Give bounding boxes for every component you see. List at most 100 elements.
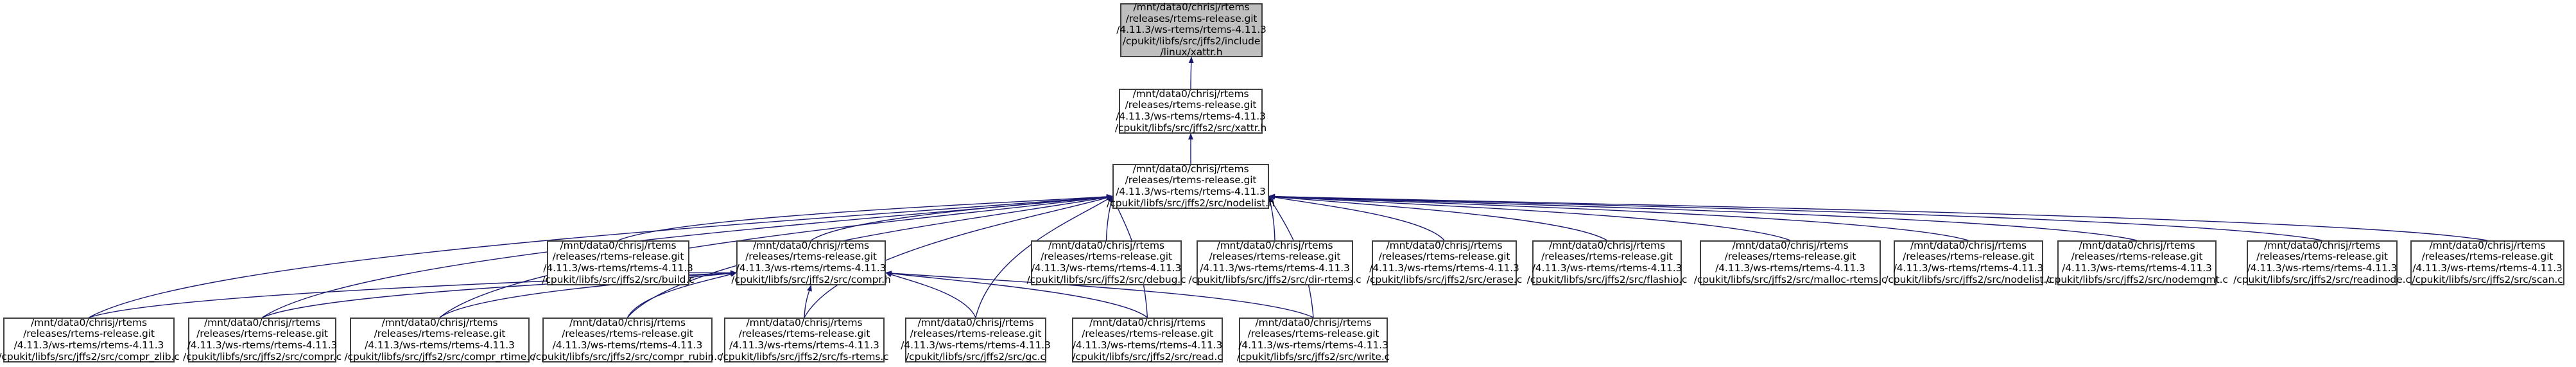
graph-node-nodelist_h[interactable]: /mnt/data0/chrisj/rtems/releases/rtems-r…	[1107, 163, 1275, 209]
graph-node-label-line: /releases/rtems-release.git	[1378, 251, 1510, 263]
graph-node-label-line: /releases/rtems-release.git	[1125, 99, 1257, 111]
graph-edge	[1268, 193, 1791, 241]
graph-node-label-line: /cpukit/libfs/src/jffs2/src/compr_zlib.c	[0, 350, 180, 363]
graph-node-label-line: /linux/xattr.h	[1160, 46, 1223, 58]
graph-node-label-line: /4.11.3/ws-rtems/rtems-4.11.3	[543, 262, 693, 274]
graph-node-label-line: /releases/rtems-release.git	[2071, 251, 2203, 263]
graph-node-gc_c[interactable]: /mnt/data0/chrisj/rtems/releases/rtems-r…	[901, 316, 1051, 363]
graph-node-label-line: /mnt/data0/chrisj/rtems	[2429, 239, 2546, 251]
graph-node-label-line: /mnt/data0/chrisj/rtems	[1132, 87, 1249, 100]
graph-node-compr_h[interactable]: /mnt/data0/chrisj/rtems/releases/rtems-r…	[731, 239, 891, 285]
graph-node-build_c[interactable]: /mnt/data0/chrisj/rtems/releases/rtems-r…	[542, 240, 695, 285]
graph-node-scan_c[interactable]: /mnt/data0/chrisj/rtems/releases/rtems-r…	[2410, 240, 2564, 285]
graph-node-label-line: /releases/rtems-release.git	[562, 328, 693, 340]
graph-edge	[1268, 193, 1969, 241]
graph-node-label-line: /cpukit/libfs/src/jffs2/src/scan.c	[2412, 273, 2563, 285]
graph-node-label-line: /mnt/data0/chrisj/rtems	[1132, 163, 1249, 175]
graph-node-label-line: /cpukit/libfs/src/jffs2/src/gc.c	[906, 350, 1046, 363]
graph-node-label-line: /releases/rtems-release.git	[374, 328, 506, 340]
graph-node-label-line: /cpukit/libfs/src/jffs2/src/erase.c	[1366, 273, 1523, 285]
graph-node-label-line: /mnt/data0/chrisj/rtems	[2264, 239, 2380, 251]
graph-node-label-line: /releases/rtems-release.git	[1041, 251, 1172, 263]
graph-node-dir_rtems_c[interactable]: /mnt/data0/chrisj/rtems/releases/rtems-r…	[1188, 240, 1361, 285]
graph-node-compr_rtime_c[interactable]: /mnt/data0/chrisj/rtems/releases/rtems-r…	[344, 316, 535, 363]
graph-node-label-line: /4.11.3/ws-rtems/rtems-4.11.3	[1893, 262, 2044, 274]
graph-node-nodemgmt_c[interactable]: /mnt/data0/chrisj/rtems/releases/rtems-r…	[2046, 239, 2228, 285]
graph-node-label-line: /cpukit/libfs/src/jffs2/src/compr.h	[731, 273, 891, 285]
graph-node-label-line: /4.11.3/ws-rtems/rtems-4.11.3	[2412, 262, 2563, 274]
graph-node-fs_rtems_c[interactable]: /mnt/data0/chrisj/rtems/releases/rtems-r…	[720, 317, 889, 363]
graph-edge	[1268, 193, 2488, 241]
graph-node-label-line: /4.11.3/ws-rtems/rtems-4.11.3	[1715, 262, 1865, 274]
graph-node-label-line: /mnt/data0/chrisj/rtems	[1386, 239, 1503, 251]
graph-node-malloc_rtems_c[interactable]: /mnt/data0/chrisj/rtems/releases/rtems-r…	[1694, 240, 1887, 285]
graph-node-label-line: /cpukit/libfs/src/jffs2/src/xattr.h	[1114, 121, 1267, 134]
graph-node-nodelist_c[interactable]: /mnt/data0/chrisj/rtems/releases/rtems-r…	[1885, 239, 2052, 285]
graph-node-label-line: /releases/rtems-release.git	[1209, 251, 1341, 263]
graph-node-label-line: /4.11.3/ws-rtems/rtems-4.11.3	[2062, 262, 2212, 274]
graph-edge	[885, 272, 976, 318]
graph-node-label-line: /mnt/data0/chrisj/rtems	[917, 316, 1034, 328]
graph-node-readinode_c[interactable]: /mnt/data0/chrisj/rtems/releases/rtems-r…	[2233, 239, 2411, 285]
graph-edge	[1268, 195, 1445, 241]
graph-node-flashio_c[interactable]: /mnt/data0/chrisj/rtems/releases/rtems-r…	[1527, 240, 1687, 285]
graph-node-label-line: /mnt/data0/chrisj/rtems	[753, 239, 869, 251]
graph-node-label-line: /cpukit/libfs/src/jffs2/src/compr_rtime.…	[344, 350, 535, 363]
graph-node-label-line: /cpukit/libfs/src/jffs2/src/readinode.c	[2233, 273, 2411, 285]
graph-node-label-line: /4.11.3/ws-rtems/rtems-4.11.3	[1031, 262, 1182, 274]
graph-node-label-line: /cpukit/libfs/src/jffs2/src/nodelist.c	[1885, 273, 2052, 285]
graph-node-label-line: /releases/rtems-release.git	[910, 328, 1042, 340]
graph-node-label-line: /mnt/data0/chrisj/rtems	[569, 316, 686, 328]
graph-node-label-line: /releases/rtems-release.git	[196, 328, 328, 340]
graph-node-label-line: /cpukit/libfs/src/jffs2/src/build.c	[542, 273, 695, 285]
graph-node-label-line: /releases/rtems-release.git	[1125, 174, 1257, 186]
graph-node-label-line: /cpukit/libfs/src/jffs2/include	[1122, 35, 1261, 47]
graph-node-label-line: /cpukit/libfs/src/jffs2/src/dir-rtems.c	[1188, 273, 1361, 285]
graph-node-label-line: /mnt/data0/chrisj/rtems	[1048, 239, 1164, 251]
graph-node-label-line: /mnt/data0/chrisj/rtems	[1255, 316, 1372, 328]
graph-node-label-line: /mnt/data0/chrisj/rtems	[31, 316, 147, 328]
graph-node-label-line: /cpukit/libfs/src/jffs2/src/compr.c	[182, 350, 342, 363]
graph-node-label-line: /releases/rtems-release.git	[2256, 251, 2388, 263]
graph-node-label-line: /cpukit/libfs/src/jffs2/src/fs-rtems.c	[720, 350, 889, 363]
graph-node-label-line: /mnt/data0/chrisj/rtems	[2079, 239, 2195, 251]
graph-node-read_c[interactable]: /mnt/data0/chrisj/rtems/releases/rtems-r…	[1072, 317, 1223, 363]
graph-edge	[1268, 193, 2322, 241]
graph-node-label-line: /releases/rtems-release.git	[1082, 328, 1213, 340]
graph-node-erase_c[interactable]: /mnt/data0/chrisj/rtems/releases/rtems-r…	[1367, 239, 1522, 285]
graph-edge	[1268, 194, 1607, 241]
graph-node-debug_c[interactable]: /mnt/data0/chrisj/rtems/releases/rtems-r…	[1026, 239, 1186, 285]
graph-node-label-line: /mnt/data0/chrisj/rtems	[204, 316, 320, 328]
graph-node-label-line: /4.11.3/ws-rtems/rtems-4.11.3	[2247, 262, 2398, 274]
graph-edge	[811, 194, 1113, 241]
graph-node-xattr_c[interactable]: /mnt/data0/chrisj/rtems/releases/rtems-r…	[1115, 87, 1266, 134]
graph-node-compr_rubin_c[interactable]: /mnt/data0/chrisj/rtems/releases/rtems-r…	[533, 316, 723, 363]
graph-edge	[1268, 193, 2138, 241]
graph-node-label-line: /cpukit/libfs/src/jffs2/src/compr_rubin.…	[532, 350, 723, 363]
graph-node-label-line: /cpukit/libfs/src/jffs2/src/read.c	[1072, 350, 1223, 363]
graph-node-label-line: /releases/rtems-release.git	[23, 328, 155, 340]
graph-node-label-line: /cpukit/libfs/src/jffs2/src/nodemgmt.c	[2046, 273, 2228, 285]
graph-node-label-line: /4.11.3/ws-rtems/rtems-4.11.3	[1116, 24, 1266, 36]
graph-node-label-line: /4.11.3/ws-rtems/rtems-4.11.3	[1072, 339, 1223, 351]
graph-node-label-line: /releases/rtems-release.git	[2421, 251, 2554, 263]
graph-node-xattr_h[interactable]: /mnt/data0/chrisj/rtems/releases/rtems-r…	[1116, 1, 1266, 58]
graph-node-compr_zlib_c[interactable]: /mnt/data0/chrisj/rtems/releases/rtems-r…	[0, 316, 180, 363]
graph-node-label-line: /mnt/data0/chrisj/rtems	[1910, 239, 2027, 251]
graph-node-label-line: /mnt/data0/chrisj/rtems	[381, 316, 498, 328]
graph-node-label-line: /mnt/data0/chrisj/rtems	[1133, 1, 1250, 13]
graph-node-label-line: /releases/rtems-release.git	[1724, 251, 1856, 263]
graph-node-label-line: /4.11.3/ws-rtems/rtems-4.11.3	[1116, 111, 1266, 122]
graph-node-label-line: /releases/rtems-release.git	[552, 251, 684, 263]
graph-node-label-line: /cpukit/libfs/src/jffs2/src/debug.c	[1026, 273, 1186, 285]
graph-edge	[804, 285, 812, 318]
graph-node-write_c[interactable]: /mnt/data0/chrisj/rtems/releases/rtems-r…	[1237, 316, 1390, 363]
graph-node-label-line: /4.11.3/ws-rtems/rtems-4.11.3	[901, 339, 1051, 351]
graph-node-label-line: /releases/rtems-release.git	[738, 328, 870, 340]
graph-node-label-line: /cpukit/libfs/src/jffs2/src/nodelist.h	[1107, 197, 1275, 209]
graph-node-compr_c[interactable]: /mnt/data0/chrisj/rtems/releases/rtems-r…	[183, 316, 341, 363]
graph-node-label-line: /4.11.3/ws-rtems/rtems-4.11.3	[1200, 262, 1350, 274]
graph-node-label-line: /releases/rtems-release.git	[1247, 328, 1379, 340]
graph-node-label-line: /releases/rtems-release.git	[1125, 12, 1258, 24]
